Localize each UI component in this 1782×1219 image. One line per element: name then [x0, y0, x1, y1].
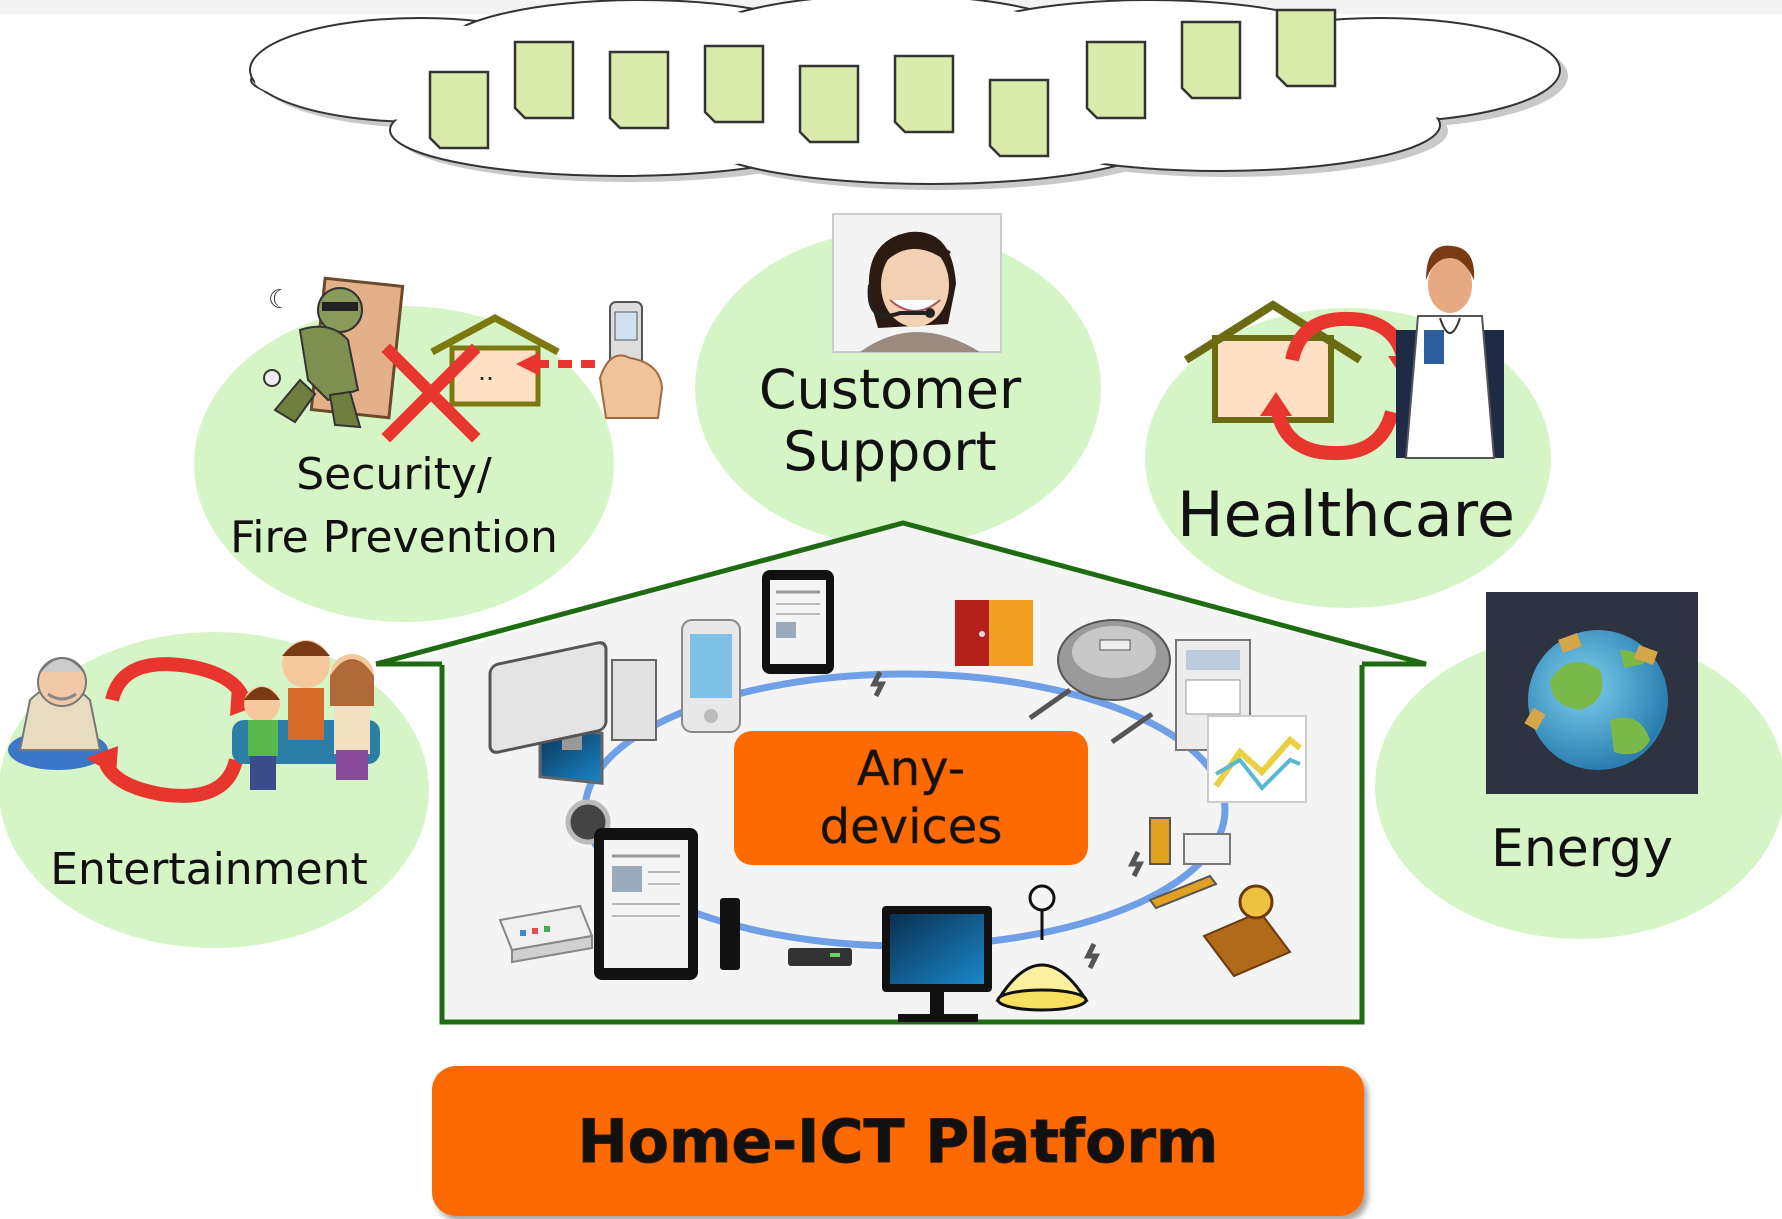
entertainment-label: Entertainment [50, 844, 368, 895]
energy-label: Energy [1491, 819, 1673, 879]
document-icon [428, 70, 490, 150]
security-label-line2: Fire Prevention [230, 512, 558, 563]
cross-mark-icon [381, 343, 481, 443]
wireless-access-point-icon [720, 898, 740, 970]
customer-support-label-line1: Customer [759, 358, 1022, 421]
any-devices-box: Any- devices [734, 731, 1088, 865]
platform-label: Home-ICT Platform [578, 1107, 1219, 1177]
svg-text:‥: ‥ [478, 359, 494, 386]
headset-icon [867, 284, 930, 318]
wireless-link-icon [869, 670, 1154, 970]
security-illustration: ☾ ‥ [263, 276, 664, 443]
document-icon [1180, 20, 1242, 100]
family-icon [232, 640, 380, 790]
any-devices-line2: devices [820, 799, 1003, 855]
weighing-scale-icon [1202, 884, 1292, 978]
healthcare-label: Healthcare [1177, 478, 1515, 551]
tablet-icon [594, 828, 698, 980]
security-label-line1: Security/ [296, 449, 492, 500]
dotted-arrow-icon [516, 352, 595, 376]
devices [488, 570, 1307, 1022]
document-icon [513, 40, 575, 120]
cloud [249, 0, 1568, 190]
ceiling-lamp-icon [995, 884, 1089, 1012]
energy-graph-icon [1207, 715, 1307, 803]
smoke-detector-icon [1057, 619, 1171, 701]
television-icon [882, 906, 992, 1022]
healthcare-illustration [1183, 245, 1504, 461]
document-icon [608, 50, 670, 130]
energy-earth-icon [1486, 592, 1698, 794]
smartphone-icon [681, 619, 741, 733]
grandparent-icon [8, 657, 108, 770]
home-ict-platform-bar: Home-ICT Platform [432, 1066, 1364, 1216]
any-devices-line1: Any- [857, 741, 965, 797]
doctor-icon [1396, 245, 1504, 459]
document-icon [1085, 40, 1147, 120]
document-icon [893, 54, 955, 134]
entertainment-illustration [8, 640, 380, 803]
sensor-device-icon [1148, 817, 1231, 910]
document-icon [988, 78, 1050, 158]
document-icon [1275, 8, 1337, 88]
document-icon [798, 64, 860, 144]
door-sensor-icon [955, 600, 1033, 666]
digital-camera-icon [488, 641, 611, 845]
operator-photo [832, 213, 1002, 353]
customer-support-label-line2: Support [783, 420, 996, 483]
moon-icon: ☾ [268, 284, 291, 314]
document-icon [703, 44, 765, 124]
set-top-box-icon [788, 948, 852, 966]
burglar-icon [263, 287, 363, 429]
tablet-icon [762, 570, 834, 674]
mobile-phone-icon [598, 301, 664, 419]
network-router-icon [498, 904, 594, 964]
